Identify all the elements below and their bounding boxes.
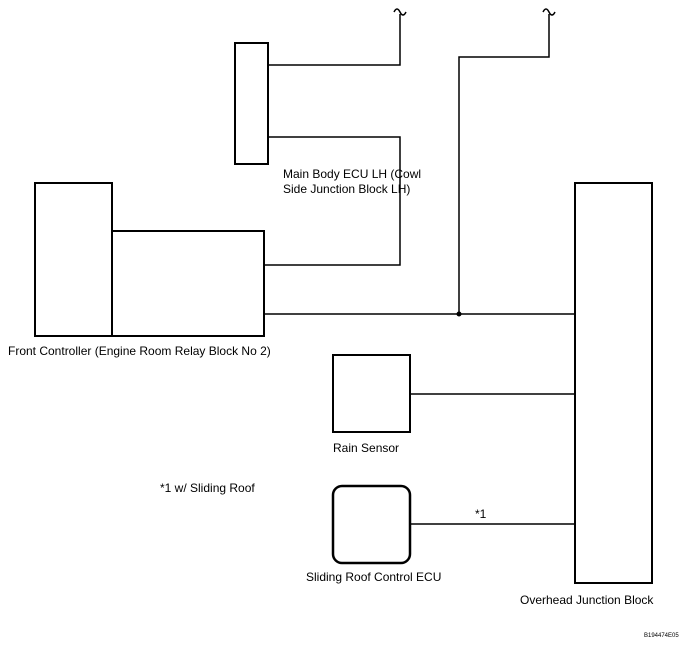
front-controller-connector-box [111,230,265,337]
wire-main-body-ecu-to-break [268,14,401,66]
figure-id: B194474E05 [644,633,679,639]
footnote: *1 w/ Sliding Roof [160,481,255,495]
sliding-roof-ecu-box [331,484,412,565]
rain-sensor-box [332,354,411,433]
front-controller-box [34,182,113,337]
wire-marker: *1 [475,507,487,521]
sliding-roof-ecu-label: Sliding Roof Control ECU [306,570,441,584]
junction-dot [456,311,462,317]
break-mark-2 [542,8,556,16]
rain-sensor-label: Rain Sensor [333,441,399,455]
overhead-junction-block-label: Overhead Junction Block [520,593,654,607]
wire-branch-to-break [458,14,550,314]
overhead-junction-block-box [574,182,653,584]
front-controller-label: Front Controller (Engine Room Relay Bloc… [8,344,271,358]
main-body-ecu-box [234,42,269,165]
main-body-ecu-label-line1: Main Body ECU LH (Cowl [283,167,421,181]
main-body-ecu-label-line2: Side Junction Block LH) [283,182,410,196]
break-mark-1 [393,8,407,16]
